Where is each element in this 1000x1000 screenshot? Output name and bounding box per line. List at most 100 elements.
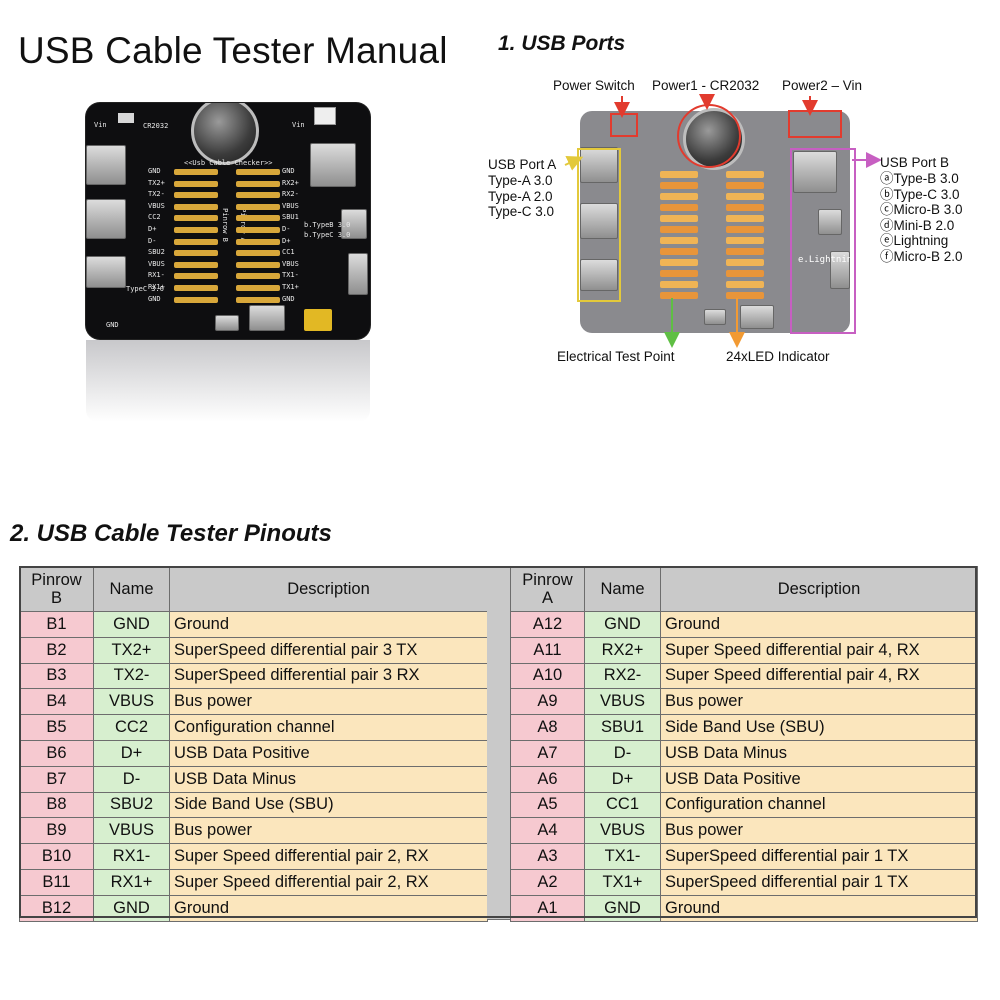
pinrow-b-cell: RX1- bbox=[93, 843, 170, 870]
pinrow-b-cell: Configuration channel bbox=[169, 714, 488, 741]
pinrow-b-cell: RX1+ bbox=[93, 868, 170, 896]
power1-frame bbox=[677, 104, 741, 168]
pinrow-a-cell: A8 bbox=[510, 714, 585, 741]
led-pad bbox=[726, 193, 764, 200]
board-reflection bbox=[86, 340, 370, 422]
port-b-type-1: ⓑType-C 3.0 bbox=[880, 186, 960, 202]
pinrow-a-cell: A6 bbox=[510, 765, 585, 793]
pinrow-a-cell: Ground bbox=[660, 611, 978, 638]
board-photo: Vin CR2032 Vin <<Usb Cable Checker>> Typ… bbox=[86, 103, 370, 339]
pinrow-b-cell: Bus power bbox=[169, 817, 488, 845]
pinrow-a-cell: A7 bbox=[510, 739, 585, 767]
annotated-microb2-port bbox=[704, 309, 726, 325]
usb-microb3-port bbox=[348, 253, 368, 295]
pcb-pin-pad-row bbox=[236, 180, 280, 187]
pcb-pin-label: GND bbox=[282, 294, 295, 303]
pinrow-a-header-1: Name bbox=[584, 566, 661, 612]
pinrow-a-cell: VBUS bbox=[584, 817, 661, 845]
pcb-pin-label: CC1 bbox=[282, 248, 295, 257]
usb-minib-port bbox=[249, 305, 285, 331]
pinrow-b-cell: GND bbox=[93, 611, 170, 638]
callout-power2: Power2 – Vin bbox=[782, 78, 863, 93]
board-label-vin-right: Vin bbox=[292, 121, 305, 129]
led-pad bbox=[660, 204, 698, 211]
pinrow-b-cell: B3 bbox=[19, 662, 94, 690]
pinrow-b-cell: B6 bbox=[19, 739, 94, 767]
pinrow-a-cell: SuperSpeed differential pair 1 TX bbox=[660, 843, 978, 870]
board-label-typeb3: b.TypeB 3.0 bbox=[304, 221, 351, 229]
callout-usb-port-b: USB Port B bbox=[880, 155, 950, 170]
pcb-pin-label: TX2+ bbox=[148, 178, 165, 187]
led-pad bbox=[660, 259, 698, 266]
pcb-pin-pad-row bbox=[174, 192, 218, 199]
pcb-pin-label: RX2- bbox=[282, 190, 299, 199]
port-b-type-0: ⓐType-B 3.0 bbox=[880, 171, 959, 186]
led-pad bbox=[660, 182, 698, 189]
power-switch-frame bbox=[610, 113, 638, 137]
pcb-pin-label: D- bbox=[282, 225, 291, 233]
pcb-pin-label: GND bbox=[282, 167, 295, 175]
pinrow-a-cell: A9 bbox=[510, 688, 585, 716]
led-pad bbox=[660, 281, 698, 288]
pinrow-a-cell: D- bbox=[584, 739, 661, 767]
pinrow-a-cell: TX1+ bbox=[584, 868, 661, 896]
pcb-pin-pad-row bbox=[236, 296, 280, 303]
pinrow-a-cell: Super Speed differential pair 4, RX bbox=[660, 662, 978, 690]
pinrow-b-cell: B4 bbox=[19, 688, 94, 716]
page-title: USB Cable Tester Manual bbox=[18, 30, 448, 71]
pcb-pin-pad-row bbox=[174, 250, 218, 257]
pinrow-b-cell: USB Data Positive bbox=[169, 739, 488, 767]
pcb-pin-label: SBU1 bbox=[282, 213, 299, 222]
pinrow-a-cell: SuperSpeed differential pair 1 TX bbox=[660, 868, 978, 896]
pinrow-b-cell: B2 bbox=[19, 636, 94, 664]
pinrow-b-cell: B9 bbox=[19, 817, 94, 845]
pcb-pin-label: VBUS bbox=[282, 201, 299, 210]
pinrow-b-header-1: Name bbox=[93, 566, 170, 612]
pcb-pin-label: RX1+ bbox=[148, 283, 165, 291]
led-pad bbox=[660, 292, 698, 299]
pinrow-b-cell: Ground bbox=[169, 611, 488, 638]
pinrow-a-cell: Side Band Use (SBU) bbox=[660, 714, 978, 741]
pinrow-a-cell: USB Data Minus bbox=[660, 739, 978, 767]
pinrow-a-cell: A12 bbox=[510, 611, 585, 638]
port-a-type-1: Type-A 2.0 bbox=[488, 188, 553, 204]
pcb-pin-pad-row bbox=[174, 285, 218, 291]
pinrow-b-cell: VBUS bbox=[93, 817, 170, 845]
port-a-frame bbox=[577, 148, 621, 302]
callout-power1: Power1 - CR2032 bbox=[652, 78, 760, 93]
pinrow-b-cell: GND bbox=[93, 894, 170, 922]
pcb-pin-pad-row bbox=[174, 215, 218, 222]
led-pad bbox=[726, 292, 764, 299]
pinrow-a-cell: VBUS bbox=[584, 688, 661, 716]
section-pinouts-heading: 2. USB Cable Tester Pinouts bbox=[10, 520, 332, 547]
annotated-microb3-port bbox=[830, 251, 850, 289]
pinrow-a-cell: A10 bbox=[510, 662, 585, 690]
pinrow-a-cell: Super Speed differential pair 4, RX bbox=[660, 636, 978, 664]
pinrow-b-cell: TX2+ bbox=[93, 636, 170, 664]
usb-typeb3-port bbox=[310, 143, 356, 187]
led-pad bbox=[726, 226, 764, 233]
pinrow-b-cell: B12 bbox=[19, 894, 94, 922]
led-pad bbox=[726, 281, 764, 288]
pinrow-b-cell: D- bbox=[93, 765, 170, 793]
annotated-typea3-port bbox=[580, 147, 618, 183]
pinrow-b-cell: VBUS bbox=[93, 688, 170, 716]
pcb-pin-label: GND bbox=[148, 294, 161, 303]
pcb-pin-pad-row bbox=[236, 169, 280, 175]
pinrow-b-header-2: Description bbox=[169, 566, 488, 612]
callout-led: 24xLED Indicator bbox=[726, 349, 830, 364]
pcb-pin-pad-row bbox=[174, 203, 218, 210]
callout-usb-port-a: USB Port A bbox=[488, 157, 557, 172]
pinrow-b-cell: CC2 bbox=[93, 714, 170, 741]
usb-typec3-port-b bbox=[341, 209, 367, 239]
